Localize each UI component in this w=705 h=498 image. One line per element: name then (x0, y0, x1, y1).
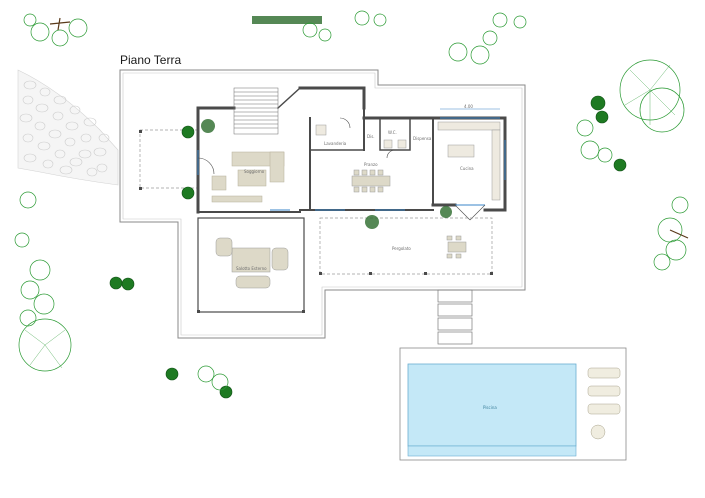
room-label-dispensa: Dispensa (413, 136, 432, 141)
dimension-label: 4.00 (464, 104, 473, 109)
outdoor-furniture (215, 237, 289, 289)
room-label-pranzo: Pranzo (364, 162, 378, 167)
pergola (319, 217, 493, 275)
dark-trees (109, 95, 627, 399)
room-label-dis: Dis. (367, 134, 375, 139)
pool-steps (437, 289, 473, 345)
sun-loungers (587, 367, 621, 440)
room-label-lavanderia: Lavanderia (324, 141, 347, 146)
staircase (233, 87, 279, 135)
living-furniture (211, 151, 285, 203)
shrubs (201, 16, 452, 229)
floor-title: Piano Terra (120, 53, 182, 67)
tree-branches (24, 64, 676, 369)
outdoor-living-area (197, 217, 305, 313)
doors (197, 117, 486, 221)
bathroom-fixtures (315, 124, 407, 149)
left-terrace (139, 129, 199, 189)
pool-edge (407, 445, 577, 457)
room-label-piscina: Piscina (483, 405, 497, 410)
windows (197, 117, 506, 211)
lot-outline (119, 69, 526, 339)
gravel-path (17, 69, 119, 186)
lot-outline-inner (122, 72, 523, 336)
room-label-soggiorno: Soggiorno (244, 169, 265, 174)
room-label-salotto: Salotto Esterno (236, 266, 267, 271)
kitchen-units (437, 121, 501, 201)
room-label-wc: W.C. (388, 130, 397, 135)
pool (407, 363, 577, 447)
dining-table (351, 169, 391, 193)
tree-trunks (49, 17, 689, 239)
posts (139, 130, 493, 313)
outline-trees (14, 10, 689, 391)
room-label-cucina: Cucina (460, 166, 474, 171)
room-label-pergolato: Pergolato (392, 246, 411, 251)
pergola-table (446, 235, 467, 259)
